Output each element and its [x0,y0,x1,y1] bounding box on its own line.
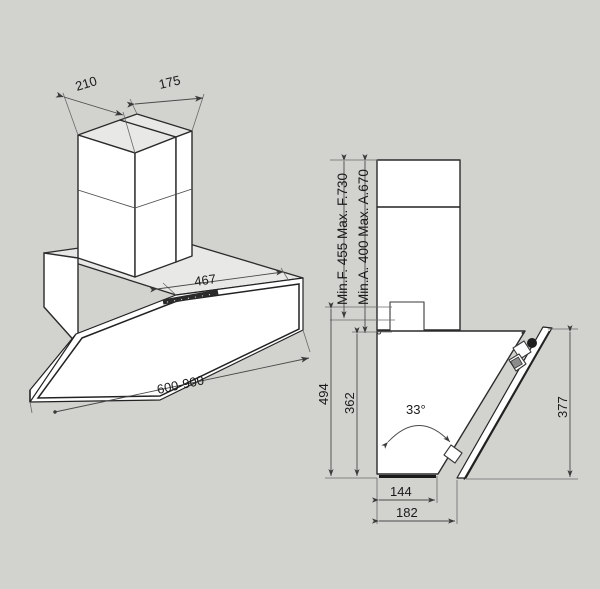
duct-outlet-box [389,301,425,332]
control-strip[interactable] [162,289,219,305]
hinge-knob [527,338,537,348]
telescopic-chimney [77,113,193,278]
dimension-210-label: 210 [73,73,98,94]
upper-hinge-bracket [508,338,537,372]
dimension-467-label: 467 [193,271,217,289]
side-elevation-view: 33° Min.F. 455 Max. F.730 Min.A. 400 Max… [316,154,578,524]
dimension-362: 362 [342,327,360,476]
dimension-494: 494 [316,302,392,479]
dimension-377-label: 377 [555,396,570,418]
dimension-175-label: 175 [157,72,182,91]
dimension-182-label: 182 [396,505,418,520]
dimension-182: 182 [372,480,458,524]
dimension-377: 377 [466,325,578,480]
dimension-175: 175 [126,72,205,132]
inclined-glass-panel-side [456,326,553,480]
dimension-494-label: 494 [316,383,331,405]
isometric-view: 210 175 467 600-900 [29,72,311,414]
dimension-467: 467 [149,267,290,296]
dimension-210: 210 [55,73,136,154]
dimension-height-f: Min.F. 455 Max. F.730 [330,154,395,321]
lower-hinge-bracket [443,444,463,464]
dimension-height-f-label: Min.F. 455 Max. F.730 [335,173,350,305]
dimension-362-label: 362 [342,392,357,414]
angle-33-label: 33° [406,402,426,417]
dimension-height-a-label: Min.A. 400 Max. A.670 [356,169,371,305]
angle-annotation-33: 33° [381,402,451,449]
dimension-144: 144 [372,476,438,503]
dimension-144-label: 144 [390,484,412,499]
